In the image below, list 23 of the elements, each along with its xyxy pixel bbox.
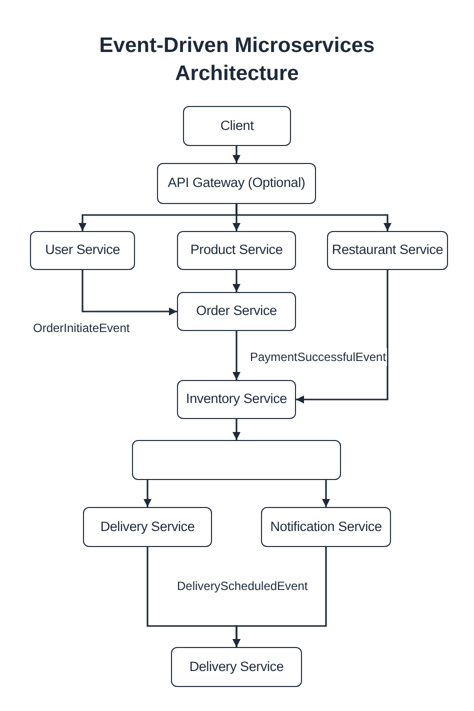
arrow: [232, 331, 240, 380]
arrow: [232, 146, 240, 163]
service-box: Inventory Service: [177, 380, 296, 419]
arrow: [236, 204, 392, 231]
service-box: Notification Service: [261, 507, 391, 547]
service-box: Restaurant Service: [327, 231, 448, 270]
service-box: Delivery Service: [171, 647, 302, 687]
service-box: Order Service: [177, 292, 296, 331]
empty-box: [132, 440, 341, 480]
service-box: User Service: [30, 231, 135, 270]
arrow: [322, 480, 330, 507]
arrow: [232, 419, 240, 440]
service-box: Delivery Service: [83, 507, 212, 547]
arrow: [232, 270, 240, 292]
service-box: Client: [183, 106, 291, 146]
arrow: [144, 480, 152, 507]
service-box: Product Service: [177, 231, 296, 270]
diagram-title: Event-Driven Microservices Architecture: [98, 33, 376, 87]
edge-label: PaymentSuccessfulEvent: [249, 348, 388, 366]
arrow: [82, 270, 177, 316]
service-box: API Gateway (Optional): [157, 163, 316, 204]
arrow: [296, 270, 388, 404]
arrow: [232, 547, 327, 647]
